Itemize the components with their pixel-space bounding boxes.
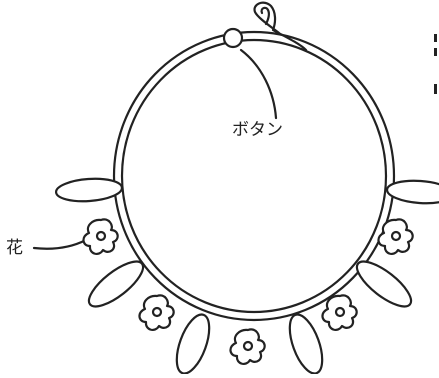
flower-label: 花: [6, 240, 23, 257]
edge-mark-1: [434, 34, 437, 42]
flower-center-lower: [230, 329, 264, 364]
necklace-inner-ring: [122, 40, 386, 312]
necklace-outer-ring: [114, 32, 394, 320]
button-label: ボタン: [232, 122, 283, 139]
leaf-left-upper: [55, 177, 122, 204]
button-bead: [224, 29, 242, 47]
button-leader-line: [241, 50, 276, 118]
leaf-right-middle: [351, 254, 418, 314]
leaf-left-middle: [83, 254, 150, 314]
flower-left-upper: [83, 219, 117, 254]
edge-mark-3: [434, 84, 437, 94]
flower-right-middle: [322, 295, 356, 330]
flower-left-middle: [139, 295, 173, 330]
leaf-right-upper: [386, 179, 439, 206]
flower-leader-line: [34, 240, 86, 249]
edge-mark-2: [434, 48, 437, 56]
flower-right-upper: [378, 219, 412, 254]
leaf-right-lower: [283, 310, 329, 374]
leaf-left-lower: [170, 310, 216, 374]
